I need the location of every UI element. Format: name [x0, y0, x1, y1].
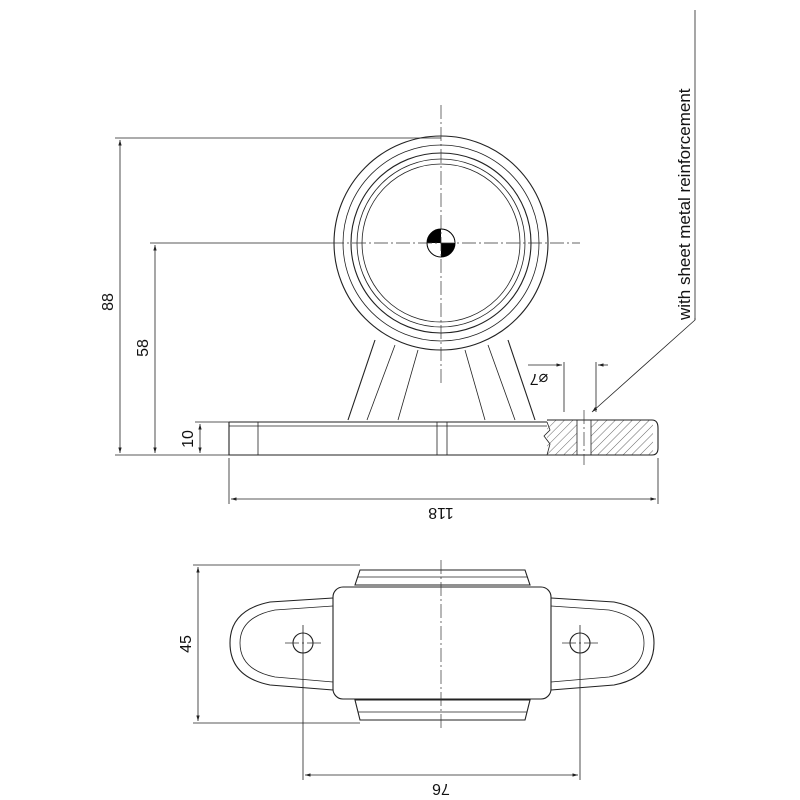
right-leg-outer: [507, 339, 536, 421]
right-leg-inner: [487, 344, 516, 421]
left-web-outer: [397, 349, 419, 421]
front-view: ⌀7 with sheet metal reinforcement 88 58 …: [100, 10, 696, 521]
axis-height-label: 58: [135, 339, 152, 357]
right-web-outer: [464, 349, 486, 421]
housing-body: [332, 586, 552, 700]
top-view: 45 76: [178, 560, 655, 797]
hole-diameter-label: ⌀7: [530, 370, 549, 387]
left-leg-outer: [347, 339, 376, 421]
width-label: 45: [178, 635, 195, 653]
upper-collar: [354, 569, 531, 586]
note-label: with sheet metal reinforcement: [675, 88, 694, 321]
left-flange-outline: [229, 597, 334, 691]
base-thickness-label: 10: [180, 430, 197, 448]
section-outline: [547, 419, 659, 456]
base-length-label: 118: [428, 504, 454, 521]
left-leg-inner: [366, 344, 396, 421]
overall-height-label: 88: [100, 293, 117, 311]
left-flange-inner: [239, 605, 334, 683]
base-left-bottom-edge: [228, 422, 547, 456]
right-flange-outline: [550, 597, 655, 691]
section-hatch-right: [591, 420, 653, 455]
hole-spacing-label: 76: [432, 780, 450, 797]
right-flange-inner: [550, 605, 645, 683]
lower-collar: [354, 699, 531, 721]
section-hatch-left: [547, 420, 577, 455]
